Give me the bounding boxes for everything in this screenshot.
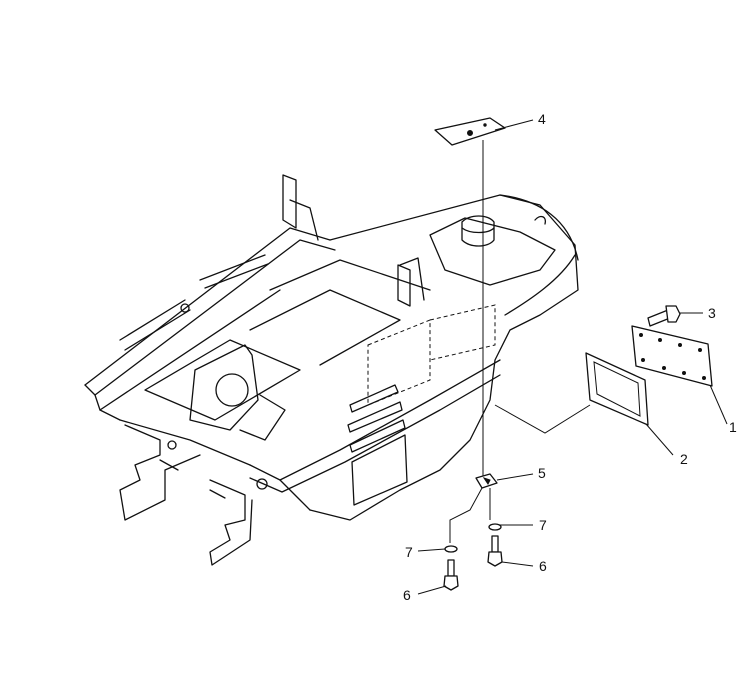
bolt-part-6-right bbox=[487, 535, 503, 567]
callout-5: 5 bbox=[538, 465, 546, 481]
leader-lines bbox=[417, 119, 728, 595]
bolt-part-3 bbox=[647, 305, 681, 327]
callout-7-left: 7 bbox=[405, 544, 413, 560]
callout-1: 1 bbox=[729, 419, 737, 435]
bolt-part-6-left bbox=[443, 559, 459, 591]
frame-assembly bbox=[84, 174, 579, 566]
washer-part-7-left bbox=[444, 545, 458, 553]
callout-6-left: 6 bbox=[403, 587, 411, 603]
gasket-part-2 bbox=[585, 352, 649, 426]
cover-plate-part-1 bbox=[631, 325, 713, 387]
callout-2: 2 bbox=[680, 451, 688, 467]
bracket-part-5 bbox=[475, 473, 498, 489]
callout-3: 3 bbox=[708, 305, 716, 321]
callout-6-right: 6 bbox=[539, 558, 547, 574]
plate-part-4 bbox=[434, 117, 506, 146]
callout-4: 4 bbox=[538, 111, 546, 127]
washer-part-7-right bbox=[488, 523, 502, 531]
callout-7-right: 7 bbox=[539, 517, 547, 533]
